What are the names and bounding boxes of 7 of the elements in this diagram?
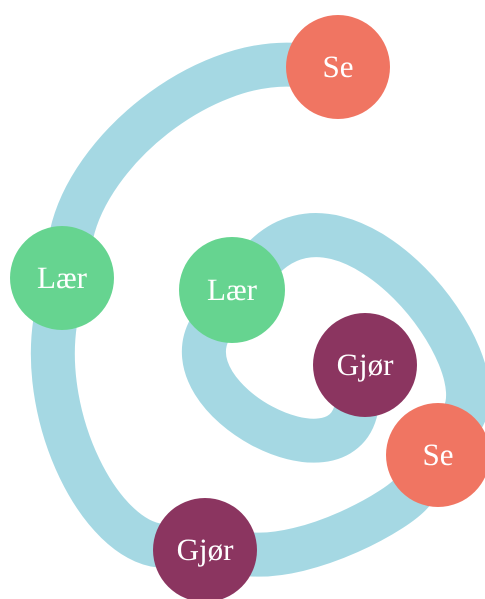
step-label: Gjør [176,532,234,568]
step-label: Gjør [336,347,394,383]
spiral-band [250,213,485,426]
step-label: Lær [207,272,257,308]
step-label: Lær [37,260,87,296]
step-label: Se [322,49,354,85]
step-label: Se [422,437,454,473]
